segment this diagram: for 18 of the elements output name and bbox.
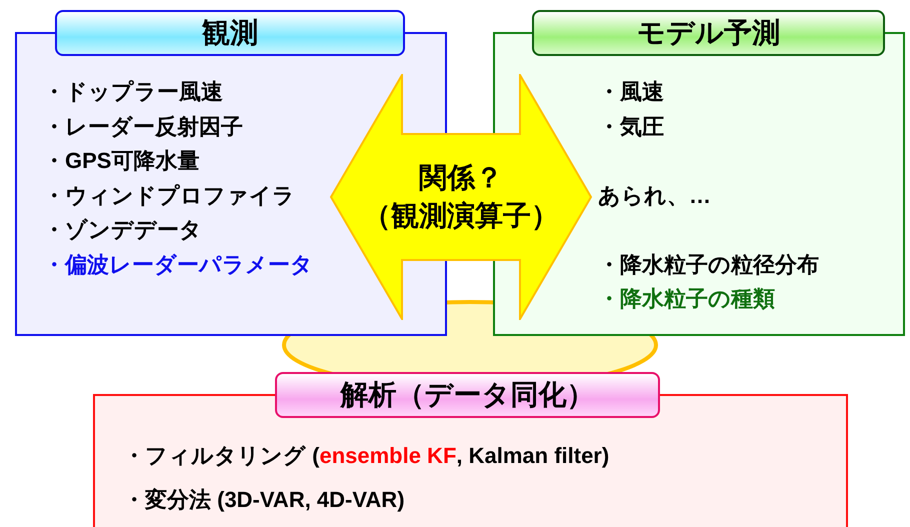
edge-label: 関係？（観測演算子） (362, 161, 560, 233)
list-item: ・風速 (598, 78, 664, 106)
list-item: ・ドップラー風速 (43, 78, 223, 106)
list-item: ・ウィンドプロファイラ (43, 182, 295, 210)
list-item: ・GPS可降水量 (43, 147, 200, 175)
heading-tab: 解析（データ同化） (275, 372, 660, 418)
double-arrow (330, 74, 592, 320)
list-item: ・気圧 (598, 112, 664, 140)
list-item: ・変分法 (3D-VAR, 4D-VAR) (123, 486, 405, 514)
list-item: ・フィルタリング (ensemble KF, Kalman filter) (123, 442, 610, 470)
list-item: あられ、… (598, 182, 711, 210)
list-item: ・ゾンデデータ (43, 216, 202, 244)
list-item: ・レーダー反射因子 (43, 112, 243, 140)
heading-tab: モデル予測 (532, 10, 885, 56)
list-item: ・偏波レーダーパラメータ (43, 250, 313, 278)
heading-tab: 観測 (55, 10, 405, 56)
list-item: ・降水粒子の粒径分布 (598, 250, 819, 278)
list-item: ・降水粒子の種類 (598, 285, 775, 313)
